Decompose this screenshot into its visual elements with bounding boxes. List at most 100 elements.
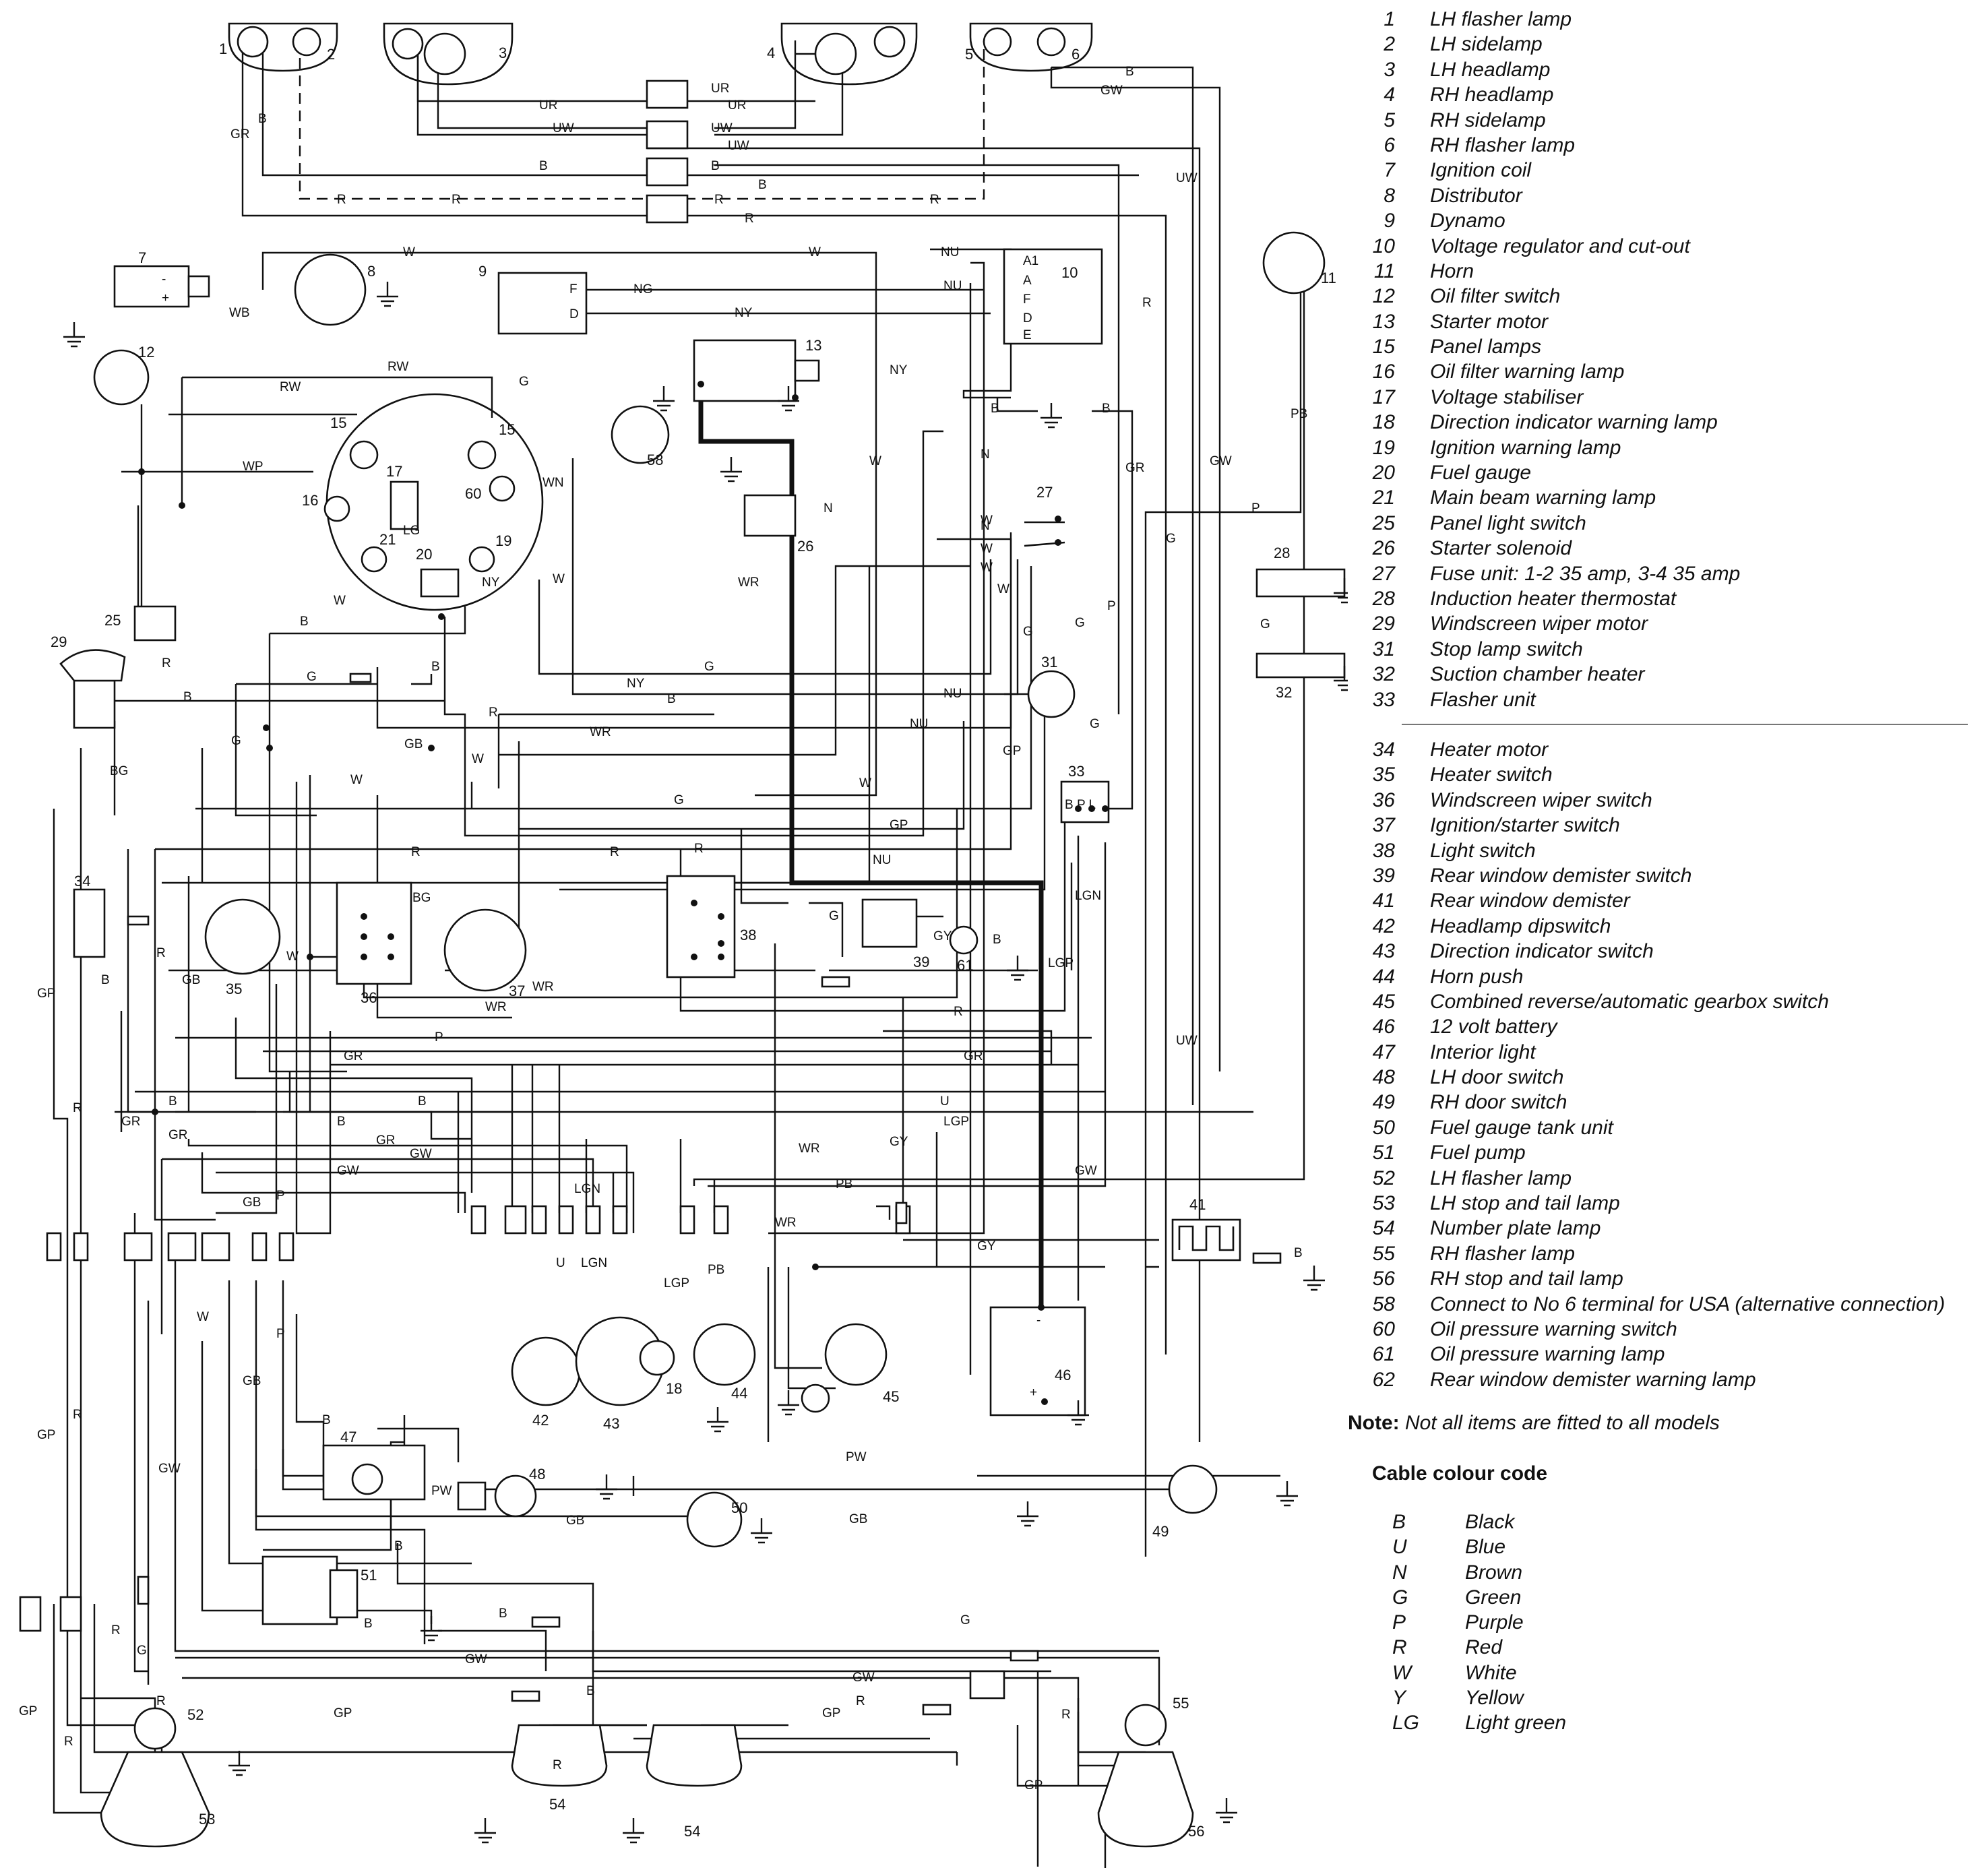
flasher-terminals: B P L: [1065, 798, 1096, 812]
terminal-dot: [428, 745, 435, 751]
cnum-4: 4: [767, 44, 775, 61]
legend-item-label: Induction heater thermostat: [1430, 587, 1677, 610]
legend-item-label: Panel lamps: [1430, 336, 1542, 359]
legend-item-number: 48: [1372, 1066, 1395, 1089]
legend-item-label: Direction indicator warning lamp: [1430, 411, 1718, 434]
legend-item-number: 45: [1372, 990, 1395, 1013]
ground-symbol: [1303, 1266, 1325, 1291]
note-text: Not all items are fitted to all models: [1405, 1412, 1720, 1434]
wlabel: UW: [553, 121, 574, 135]
cnum-52: 52: [187, 1706, 204, 1723]
legend-item-label: Windscreen wiper switch: [1430, 788, 1652, 811]
cable-colour-name: Blue: [1465, 1536, 1506, 1559]
cnum-60: 58: [647, 452, 663, 468]
battery-minus-terminal: -: [1036, 1313, 1040, 1328]
legend-item-label: Horn push: [1430, 965, 1524, 988]
legend-item-number: 2: [1384, 33, 1395, 56]
legend-item-number: 42: [1372, 914, 1395, 937]
wlabel: GB: [243, 1374, 261, 1388]
wlabel: GW: [1075, 1164, 1097, 1178]
wlabel: LGP: [664, 1276, 689, 1290]
legend-item-number: 27: [1372, 562, 1395, 585]
cnum-47: 47: [340, 1429, 356, 1445]
ground-symbol: [751, 1518, 772, 1544]
legend-item-label: Panel light switch: [1430, 511, 1586, 534]
ground-symbol: [1007, 956, 1028, 981]
ground-symbol: [377, 282, 398, 307]
terminal-dot: [387, 933, 394, 940]
wlabel: B: [1102, 402, 1111, 416]
wlabel: W: [472, 752, 484, 766]
cnum-51: 51: [361, 1567, 377, 1584]
ground-symbol: [653, 386, 675, 412]
legend-item-number: 13: [1372, 310, 1395, 333]
wlabel: B: [993, 933, 1001, 947]
wlabel: BG: [412, 891, 431, 905]
wlabel: W: [334, 594, 346, 608]
legend-item-number: 49: [1372, 1091, 1395, 1114]
cnum-31: 31: [1041, 654, 1057, 671]
wlabel: W: [350, 773, 363, 787]
wlabel: B: [667, 692, 676, 706]
cable-colour-name: White: [1465, 1661, 1517, 1684]
cnum-17: 17: [386, 463, 402, 480]
cnum-26: 26: [797, 538, 813, 555]
wlabel: GR: [168, 1128, 188, 1142]
legend-item-number: 43: [1372, 940, 1395, 963]
legend-item-label: RH flasher lamp: [1430, 1242, 1576, 1265]
cnum-2: 2: [327, 46, 335, 63]
wlabel: WR: [532, 980, 554, 994]
wlabel: NY: [890, 363, 908, 377]
legend-item-number: 47: [1372, 1040, 1395, 1063]
wlabel: R: [337, 193, 346, 207]
legend-item-label: Voltage regulator and cut-out: [1430, 235, 1690, 257]
battery-plus-terminal: +: [1030, 1386, 1037, 1400]
wlabel: WR: [775, 1216, 797, 1230]
legend-separator: [1402, 724, 1968, 725]
legend-item-label: Starter solenoid: [1430, 537, 1572, 560]
wlabel: B: [1294, 1246, 1303, 1260]
wlabel: G: [829, 909, 839, 923]
wlabel: B: [1125, 65, 1134, 79]
wlabel: UW: [1176, 1034, 1198, 1048]
note: Note: Not all items are fitted to all mo…: [1348, 1410, 1720, 1435]
legend-item-number: 11: [1373, 259, 1395, 282]
terminal-dot: [1088, 805, 1095, 812]
wlabel: G: [137, 1644, 147, 1658]
cnum-55: 55: [1173, 1695, 1189, 1712]
wlabel: W: [981, 542, 993, 556]
legend-item-label: LH headlamp: [1430, 58, 1551, 81]
wlabel: R: [73, 1408, 82, 1422]
terminal-dot: [1075, 805, 1082, 812]
wlabel: W: [286, 949, 299, 964]
legend-item-label: Fuel gauge: [1430, 462, 1532, 485]
cnum-62: 61: [957, 957, 973, 974]
wlabel: UR: [711, 82, 729, 96]
cnum-53: 53: [199, 1811, 215, 1828]
terminal-dot: [263, 724, 270, 731]
wlabel: GP: [1024, 1778, 1043, 1793]
cable-code: LG: [1392, 1712, 1420, 1735]
ground-symbol: [1334, 666, 1348, 691]
wlabel: R: [411, 845, 421, 859]
wlabel: B: [364, 1617, 373, 1631]
ground-symbol: [1334, 578, 1348, 604]
wlabel: N: [981, 519, 990, 533]
legend-item-number: 17: [1372, 385, 1395, 408]
wlabel: B: [337, 1115, 346, 1129]
wlabel: NU: [941, 245, 959, 259]
regulator-a-terminal: A: [1023, 274, 1032, 288]
terminal-dot: [718, 954, 724, 960]
ground-symbol: [623, 1818, 644, 1844]
wlabel: LGP: [1048, 956, 1074, 970]
cnum-43: 43: [603, 1415, 619, 1432]
legend-item-number: 50: [1372, 1116, 1395, 1139]
wlabel: NU: [943, 279, 962, 293]
